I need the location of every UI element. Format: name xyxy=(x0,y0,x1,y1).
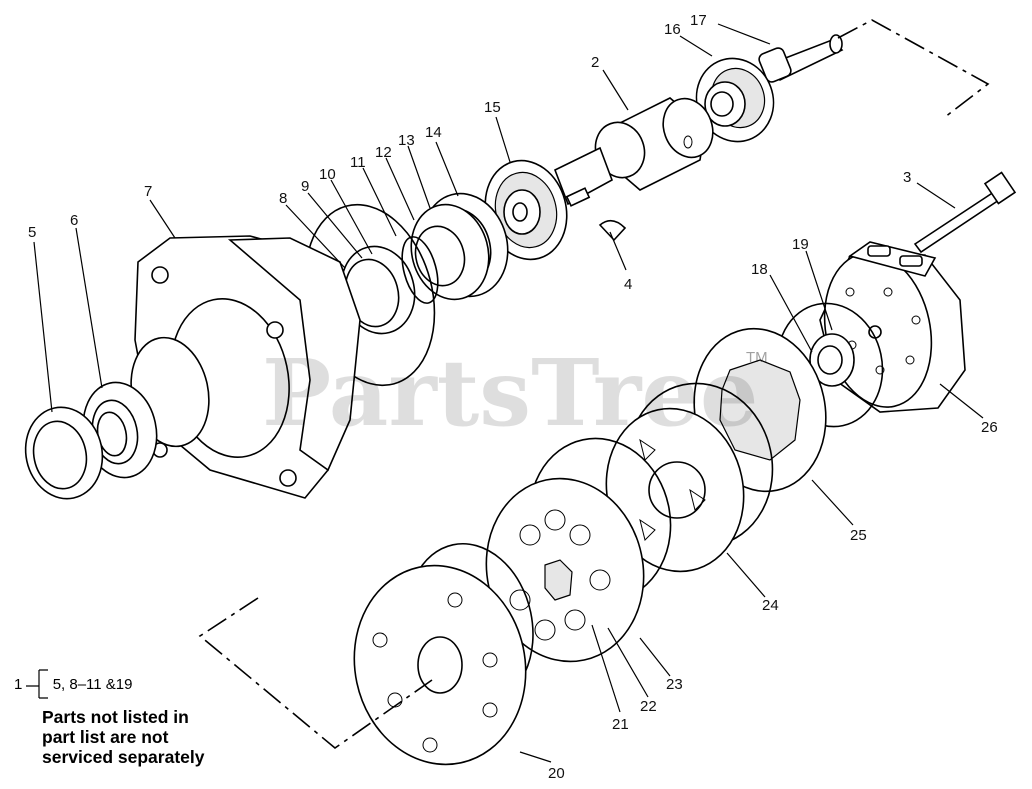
service-note: Parts not listed in part list are not se… xyxy=(42,707,204,767)
callout-9: 9 xyxy=(301,178,309,195)
callout-21: 21 xyxy=(612,716,629,733)
callout-3: 3 xyxy=(903,169,911,186)
callout-12: 12 xyxy=(375,144,392,161)
callout-26: 26 xyxy=(981,419,998,436)
kit-key: 1 5, 8–11 &19 xyxy=(14,676,132,693)
service-note-line-2: part list are not xyxy=(42,727,169,747)
seal-18-19 xyxy=(776,302,884,428)
end-plate-20 xyxy=(353,542,534,766)
callout-8: 8 xyxy=(279,190,287,207)
end-cap-26 xyxy=(819,241,966,413)
callout-24: 24 xyxy=(762,597,779,614)
callout-16: 16 xyxy=(664,21,681,38)
callout-18: 18 xyxy=(751,261,768,278)
callout-23: 23 xyxy=(666,676,683,693)
callout-6: 6 xyxy=(70,212,78,229)
leader-lines xyxy=(33,23,984,763)
callout-25: 25 xyxy=(850,527,867,544)
drive-shaft-2 xyxy=(553,97,714,207)
shaft-pin-17 xyxy=(758,34,844,83)
callout-10: 10 xyxy=(319,166,336,183)
callout-5: 5 xyxy=(28,224,36,241)
watermark-text: PartsTree xyxy=(262,339,758,447)
callout-labels: 2 3 4 5 6 7 8 9 10 11 12 13 14 15 16 17 … xyxy=(28,12,998,782)
callout-20: 20 xyxy=(548,765,565,782)
gear-coupling-16 xyxy=(695,57,775,143)
bolt-3 xyxy=(913,171,1017,254)
assembly-line-lower xyxy=(198,597,433,750)
callout-14: 14 xyxy=(425,124,442,141)
service-note-line-3: serviced separately xyxy=(42,747,205,767)
service-note-line-1: Parts not listed in xyxy=(42,707,189,727)
rotor-set-24 xyxy=(605,382,774,573)
kit-key-bracket xyxy=(26,669,48,699)
assembly-line-upper xyxy=(837,19,990,118)
seal-rings-8-11 xyxy=(304,203,439,387)
callout-15: 15 xyxy=(484,99,501,116)
callout-22: 22 xyxy=(640,698,657,715)
callout-17: 17 xyxy=(690,12,707,29)
woodruff-key-4 xyxy=(598,219,627,242)
kit-contents: 5, 8–11 &19 xyxy=(52,676,133,693)
callout-7: 7 xyxy=(144,183,152,200)
shaft-seal-5 xyxy=(24,406,104,500)
callout-2: 2 xyxy=(591,54,599,71)
seal-rings-12-14 xyxy=(410,192,509,301)
callout-19: 19 xyxy=(792,236,809,253)
callout-13: 13 xyxy=(398,132,415,149)
watermark-trademark: TM xyxy=(746,349,768,366)
callout-11: 11 xyxy=(350,154,366,171)
kit-number: 1 xyxy=(14,676,23,693)
callout-4: 4 xyxy=(624,276,632,293)
rotor-21-23 xyxy=(485,437,672,663)
